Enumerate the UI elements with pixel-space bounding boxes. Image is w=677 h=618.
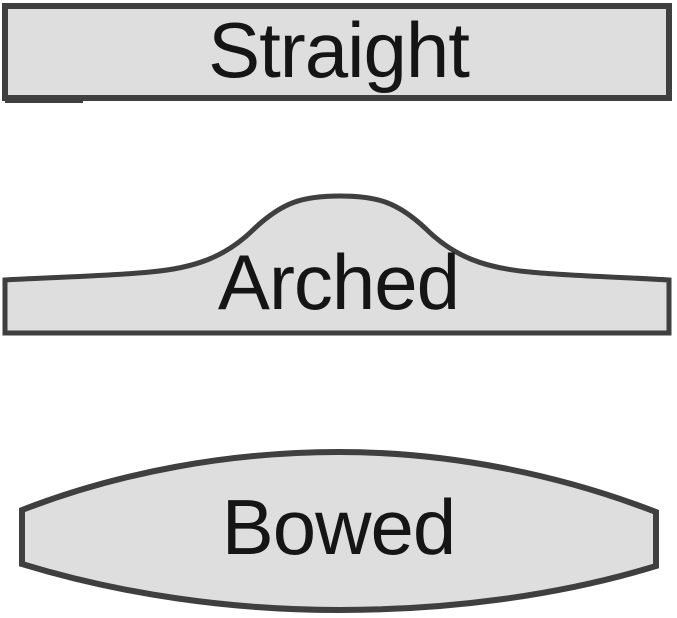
bowed-shape — [19, 448, 659, 614]
straight-border-artifact — [5, 98, 83, 103]
straight-shape — [2, 3, 672, 101]
arched-shape — [2, 193, 672, 336]
